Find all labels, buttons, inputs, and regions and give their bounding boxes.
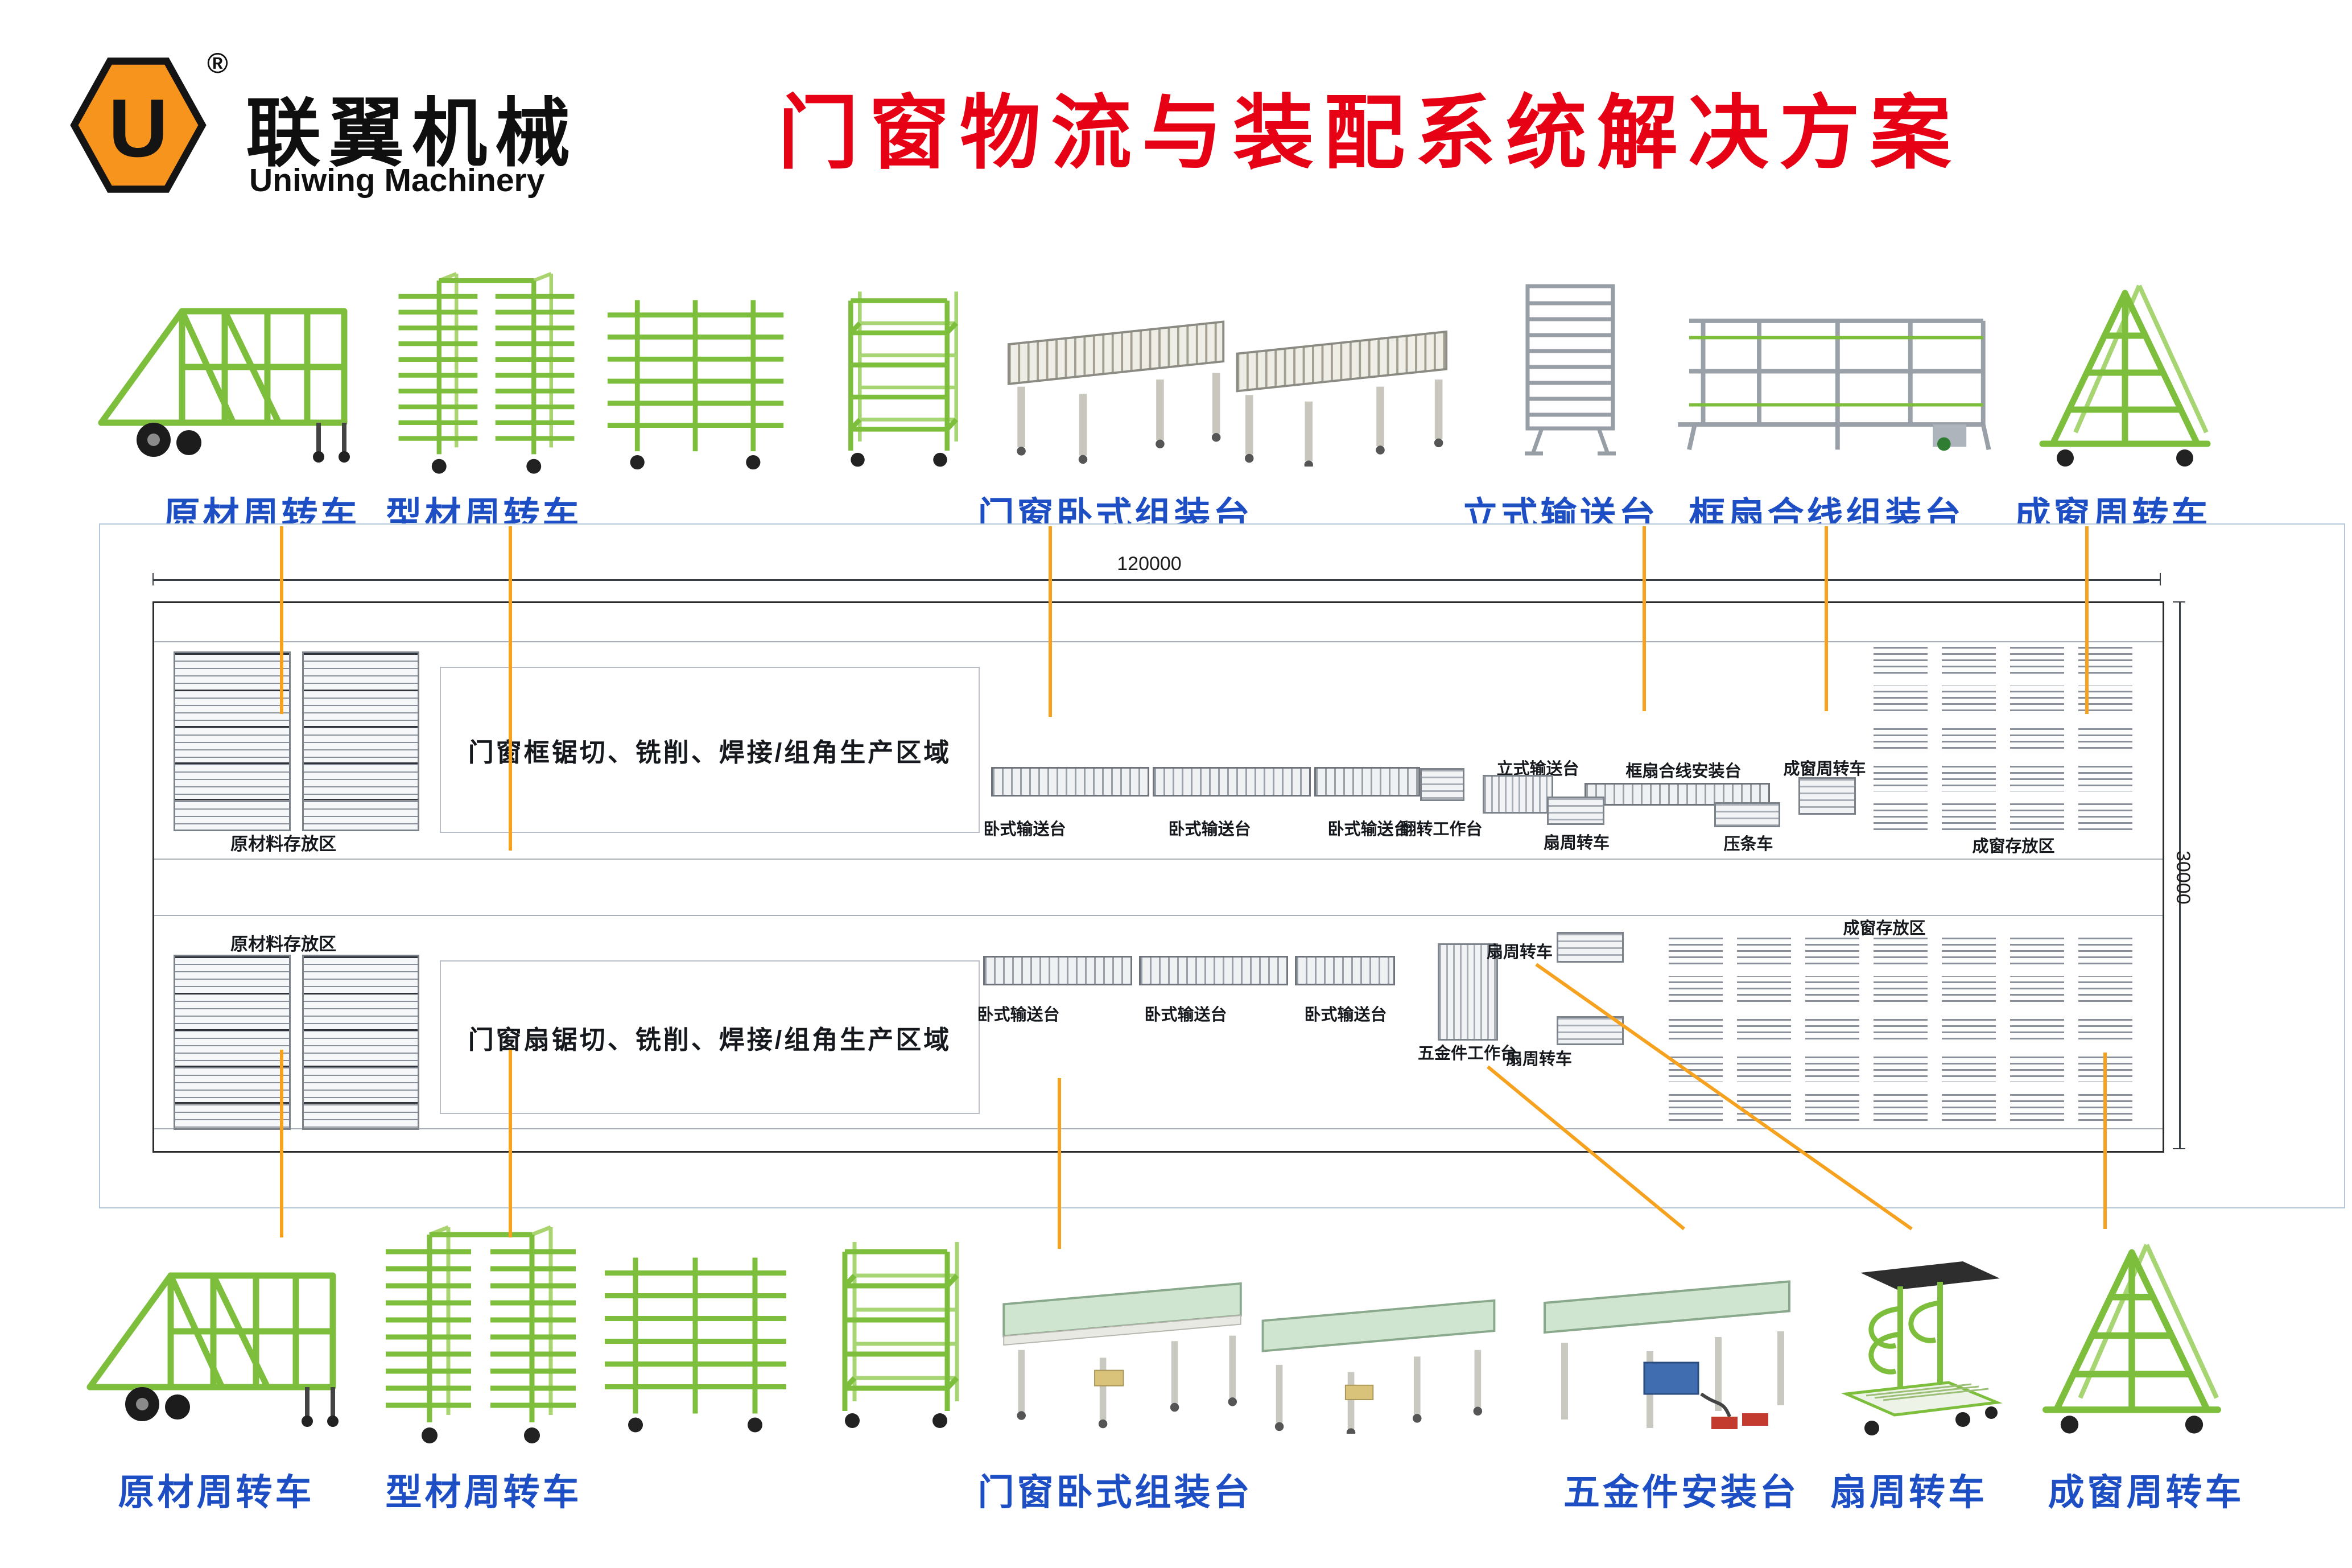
profile-cart-variant-illustration-top <box>600 290 791 472</box>
hardware-worktable-label: 五金件工作台 <box>1417 1045 1517 1063</box>
raw-material-cart-illustration-top <box>91 282 358 469</box>
raw-storage-rack-top-1 <box>174 651 291 831</box>
flip-table-label: 翻转工作台 <box>1400 820 1483 839</box>
width-dimension-tick-left <box>152 573 154 585</box>
top-conveyor-2-label: 卧式输送台 <box>1168 820 1251 839</box>
svg-text:U: U <box>109 82 168 174</box>
plan-sash-cart-lower-icon <box>1557 1016 1624 1045</box>
raw-material-cart-illustration-bottom <box>80 1246 347 1434</box>
frame-production-area-label: 门窗框锯切、铣削、焊接/组角生产区域 <box>468 737 952 767</box>
label-sash-cart-bottom: 扇周转车 <box>1830 1472 1987 1513</box>
plan-finished-cart-icon <box>1798 777 1856 815</box>
plan-sash-cart-lower-label: 扇周转车 <box>1505 1050 1573 1068</box>
raw-storage-label-top: 原材料存放区 <box>230 834 336 854</box>
factory-floor-plan: 原材料存放区 原材料存放区 门窗框锯切、铣削、焊接/组角生产区域 门窗扇锯切、铣… <box>152 601 2164 1153</box>
plan-vertical-conveyor-icon <box>1483 775 1553 814</box>
raw-storage-rack-bottom-1 <box>174 955 291 1130</box>
raw-storage-rack-top-2 <box>302 651 419 831</box>
top-conveyor-1-label: 卧式输送台 <box>983 820 1066 839</box>
frame-sash-line-machine-illustration-top <box>1667 282 1994 461</box>
top-conveyor-3 <box>1314 767 1420 797</box>
plan-sash-cart-upper-label: 扇周转车 <box>1486 943 1553 962</box>
hardware-worktable-icon <box>1438 943 1498 1041</box>
flip-table-icon <box>1420 768 1464 801</box>
shelf-cart-illustration-bottom <box>819 1229 973 1439</box>
finished-window-cart-illustration-bottom <box>2027 1232 2237 1439</box>
frame-sash-install-icon <box>1584 783 1770 806</box>
plan-sash-cart-top-icon <box>1547 797 1604 825</box>
hardware-install-table-illustration-bottom <box>1530 1257 1804 1439</box>
finished-storage-label-top: 成窗存放区 <box>1972 837 2055 856</box>
page-title: 门窗物流与装配系统解决方案 <box>778 88 1961 179</box>
top-conveyor-2 <box>1153 767 1311 797</box>
sash-production-area: 门窗扇锯切、铣削、焊接/组角生产区域 <box>440 960 980 1114</box>
top-conveyor-3-label: 卧式输送台 <box>1327 820 1410 839</box>
uniwing-logo-icon: U <box>70 57 207 193</box>
height-dimension-tick-top <box>2173 601 2185 603</box>
sash-production-area-label: 门窗扇锯切、铣削、焊接/组角生产区域 <box>468 1025 952 1054</box>
plan-finished-cart-label: 成窗周转车 <box>1783 760 1866 778</box>
plan-sash-cart-upper-icon <box>1557 932 1624 963</box>
brand-name-cn: 联翼机械 <box>246 92 578 175</box>
bottom-conveyor-1-label: 卧式输送台 <box>977 1006 1060 1024</box>
bottom-conveyor-3 <box>1295 956 1395 985</box>
width-dimension-value: 120000 <box>1117 553 1182 575</box>
bottom-conveyor-1 <box>983 956 1132 985</box>
frame-sash-install-label: 框扇合线安装台 <box>1625 762 1742 781</box>
brand-name-en: Uniwing Machinery <box>249 162 545 199</box>
bottom-conveyor-2 <box>1139 956 1288 985</box>
registered-mark: ® <box>207 47 228 79</box>
finished-storage-grid-bottom <box>1669 938 2135 1127</box>
bead-cart-icon <box>1714 802 1780 827</box>
label-raw-material-cart-bottom: 原材周转车 <box>118 1472 315 1513</box>
height-dimension-tick-bottom <box>2173 1148 2185 1149</box>
bead-cart-label: 压条车 <box>1723 835 1773 853</box>
vertical-conveyor-illustration-top <box>1502 276 1639 464</box>
profile-cart-illustration-bottom <box>378 1220 583 1448</box>
label-hardware-install-bottom: 五金件安装台 <box>1563 1472 1799 1513</box>
height-dimension-value: 30000 <box>2172 851 2194 905</box>
frame-production-area: 门窗框锯切、铣削、焊接/组角生产区域 <box>440 667 980 833</box>
bottom-conveyor-3-label: 卧式输送台 <box>1304 1006 1387 1024</box>
top-conveyor-1 <box>991 767 1149 797</box>
raw-storage-rack-bottom-2 <box>302 955 419 1130</box>
height-dimension-line <box>2179 601 2181 1149</box>
flat-assembly-table-illustration-bottom <box>984 1257 1525 1434</box>
raw-storage-label-bottom: 原材料存放区 <box>230 934 336 954</box>
plan-structure-line-2 <box>154 859 2163 860</box>
profile-cart-illustration-top <box>387 267 586 478</box>
width-dimension-line <box>152 579 2161 581</box>
label-profile-cart-bottom: 型材周转车 <box>385 1472 582 1513</box>
label-finished-window-cart-bottom: 成窗周转车 <box>2048 1472 2244 1513</box>
label-horizontal-assembly-bottom: 门窗卧式组装台 <box>977 1472 1253 1513</box>
plan-structure-line-3 <box>154 915 2163 916</box>
sash-cart-illustration-bottom <box>1821 1249 2008 1442</box>
plan-structure-line-4 <box>154 1128 2163 1129</box>
plan-sash-cart-top-label: 扇周转车 <box>1543 834 1610 852</box>
shelf-cart-illustration-top <box>822 287 976 469</box>
finished-storage-label-bottom: 成窗存放区 <box>1843 919 1926 938</box>
width-dimension-tick-right <box>2160 573 2161 585</box>
profile-cart-variant-illustration-bottom <box>600 1240 791 1442</box>
finished-window-cart-illustration-top <box>2025 273 2225 472</box>
plan-structure-line-1 <box>154 641 2163 642</box>
bottom-conveyor-2-label: 卧式输送台 <box>1144 1006 1227 1024</box>
finished-storage-grid-top <box>1874 647 2144 830</box>
horizontal-assembly-table-illustration-top <box>987 296 1468 467</box>
